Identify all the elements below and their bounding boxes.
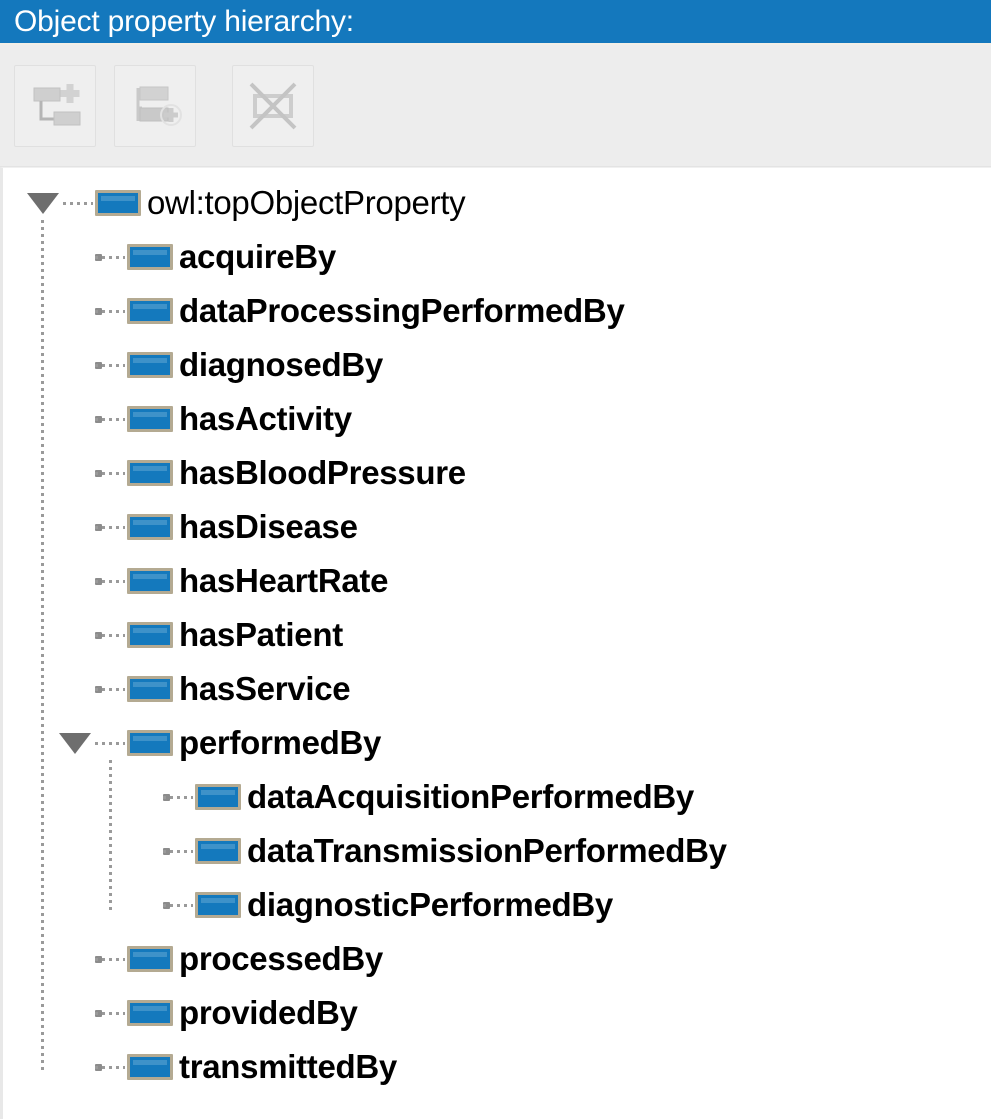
tree-node-dataprocessingperformedby[interactable]: dataProcessingPerformedBy (3, 284, 991, 338)
tree-node-label: processedBy (179, 940, 383, 977)
tree-node-haspatient[interactable]: hasPatient (3, 608, 991, 662)
object-property-icon (127, 730, 173, 756)
tree-node-performedby[interactable]: performedBy (3, 716, 991, 770)
panel-title: Object property hierarchy: (14, 4, 354, 38)
tree-connector (95, 392, 127, 446)
tree-connector (95, 608, 127, 662)
tree-connector (163, 770, 195, 824)
tree-node-label: hasService (179, 670, 351, 707)
object-property-icon (127, 1000, 173, 1026)
object-property-icon (127, 622, 173, 648)
tree-node-label: diagnosticPerformedBy (247, 886, 613, 923)
property-tree: owl:topObjectProperty acquireBy dataProc… (3, 168, 991, 1094)
object-property-icon (127, 676, 173, 702)
add-sibling-property-button[interactable] (114, 64, 196, 147)
tree-node-dataacquisitionperformedby[interactable]: dataAcquisitionPerformedBy (3, 770, 991, 824)
tree-connector (95, 662, 127, 716)
object-property-icon (195, 784, 241, 810)
property-tree-panel[interactable]: owl:topObjectProperty acquireBy dataProc… (0, 167, 991, 1119)
add-sibling-property-icon (136, 86, 182, 126)
panel-toolbar (0, 45, 991, 167)
object-property-icon (127, 460, 173, 486)
tree-guide-line-performedby (109, 760, 112, 910)
tree-connector (95, 932, 127, 986)
tree-connector (163, 824, 195, 878)
tree-node-label: performedBy (179, 724, 382, 761)
expand-triangle-icon[interactable] (27, 176, 63, 230)
tree-node-label: providedBy (179, 994, 358, 1031)
object-property-icon (127, 244, 173, 270)
tree-node-label: acquireBy (179, 238, 336, 275)
tree-connector (95, 1040, 127, 1094)
object-property-icon (127, 352, 173, 378)
tree-node-hasbloodpressure[interactable]: hasBloodPressure (3, 446, 991, 500)
delete-property-icon (249, 82, 297, 129)
tree-node-providedby[interactable]: providedBy (3, 986, 991, 1040)
object-property-icon (127, 568, 173, 594)
tree-connector (163, 878, 195, 932)
tree-node-owl-topobjectproperty[interactable]: owl:topObjectProperty (3, 176, 991, 230)
object-property-icon (195, 892, 241, 918)
tree-node-hasactivity[interactable]: hasActivity (3, 392, 991, 446)
object-property-icon (195, 838, 241, 864)
tree-guide-line-root (41, 220, 44, 1070)
tree-node-hasservice[interactable]: hasService (3, 662, 991, 716)
object-property-icon (127, 946, 173, 972)
tree-node-hasdisease[interactable]: hasDisease (3, 500, 991, 554)
object-property-icon (127, 298, 173, 324)
delete-property-button[interactable] (232, 64, 314, 147)
object-property-icon (127, 406, 173, 432)
panel-title-bar: Object property hierarchy: (0, 0, 991, 45)
tree-connector (95, 500, 127, 554)
tree-node-label: owl:topObjectProperty (147, 184, 466, 221)
tree-node-processedby[interactable]: processedBy (3, 932, 991, 986)
tree-node-label: dataTransmissionPerformedBy (247, 832, 727, 869)
tree-connector (95, 986, 127, 1040)
tree-node-label: hasDisease (179, 508, 358, 545)
tree-node-label: dataAcquisitionPerformedBy (247, 778, 694, 815)
tree-node-label: dataProcessingPerformedBy (179, 292, 625, 329)
add-sub-property-icon (33, 83, 81, 125)
tree-connector (95, 230, 127, 284)
tree-node-transmittedby[interactable]: transmittedBy (3, 1040, 991, 1094)
tree-node-diagnosticperformedby[interactable]: diagnosticPerformedBy (3, 878, 991, 932)
tree-connector (95, 554, 127, 608)
tree-node-label: hasHeartRate (179, 562, 389, 599)
tree-node-datatransmissionperformedby[interactable]: dataTransmissionPerformedBy (3, 824, 991, 878)
tree-node-acquireby[interactable]: acquireBy (3, 230, 991, 284)
tree-node-label: hasBloodPressure (179, 454, 466, 491)
tree-connector (95, 446, 127, 500)
tree-connector (95, 284, 127, 338)
tree-connector (95, 338, 127, 392)
tree-node-label: hasActivity (179, 400, 352, 437)
tree-node-hasheartrate[interactable]: hasHeartRate (3, 554, 991, 608)
object-property-icon (127, 1054, 173, 1080)
tree-node-label: transmittedBy (179, 1048, 397, 1085)
tree-node-label: diagnosedBy (179, 346, 383, 383)
object-property-icon (127, 514, 173, 540)
add-sub-property-button[interactable] (14, 64, 96, 147)
tree-connector (95, 716, 127, 770)
tree-connector (63, 176, 95, 230)
tree-node-diagnosedby[interactable]: diagnosedBy (3, 338, 991, 392)
object-property-icon (95, 190, 141, 216)
expand-triangle-icon[interactable] (59, 716, 95, 770)
tree-node-label: hasPatient (179, 616, 343, 653)
